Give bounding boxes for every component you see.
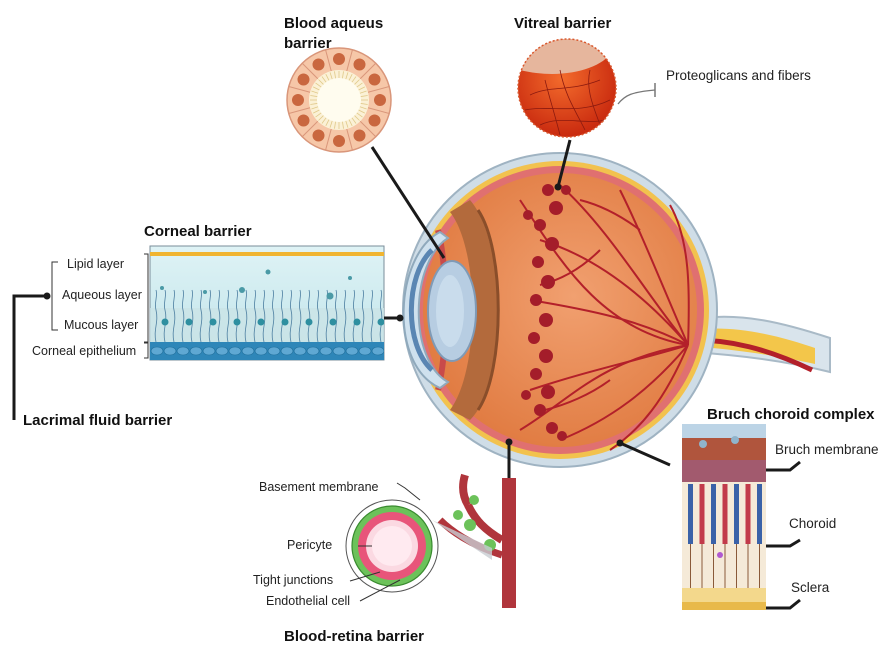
endothelial-cell-label: Endothelial cell <box>266 594 350 608</box>
proteoglicans-leader <box>618 90 655 104</box>
corneal-leader-dot <box>397 315 404 322</box>
vitreal-disc <box>518 37 616 137</box>
cell-nucleus <box>313 130 325 142</box>
cell-nucleus <box>369 115 381 127</box>
aqueus-leader-line <box>372 147 444 258</box>
corneal-box <box>150 246 385 360</box>
pericyte-label: Pericyte <box>287 538 332 552</box>
bruch-choroid-panel <box>682 424 766 610</box>
cell-nucleus <box>333 53 345 65</box>
mucous-layer-label: Mucous layer <box>64 318 138 332</box>
cell-nucleus <box>369 74 381 86</box>
retina-vessel-leader-dot <box>506 439 513 446</box>
choroid-label: Choroid <box>789 516 836 531</box>
bruch-leader-line <box>620 443 670 465</box>
lipid-layer-label: Lipid layer <box>67 257 124 271</box>
corneal-epithelium-label: Corneal epithelium <box>32 344 136 358</box>
cell-nucleus <box>374 94 386 106</box>
blood-retina-title: Blood-retina barrier <box>284 628 424 645</box>
lens-highlight <box>436 275 464 347</box>
vitreal-leader-dot <box>555 184 562 191</box>
cell-nucleus <box>297 115 309 127</box>
vitreal-title: Vitreal barrier <box>514 15 611 32</box>
cell-nucleus <box>354 58 366 70</box>
lacrimal-title: Lacrimal fluid barrier <box>23 412 172 429</box>
basement-membrane-label: Basement membrane <box>259 480 379 494</box>
lacrimal-leader-dot <box>44 293 51 300</box>
blood-aqueus-title-line2: barrier <box>284 35 332 52</box>
cell-nucleus <box>333 135 345 147</box>
bruch-membrane-label: Bruch membrane <box>775 442 879 457</box>
blood-aqueus-title-line1: Blood aqueus <box>284 15 383 32</box>
bruch-leader-dot <box>617 440 624 447</box>
bruch-title: Bruch choroid complex <box>707 406 875 423</box>
sclera-label: Sclera <box>791 580 829 595</box>
tight-junctions-label: Tight junctions <box>253 573 333 587</box>
cell-nucleus <box>313 58 325 70</box>
cell-nucleus <box>292 94 304 106</box>
corneal-title: Corneal barrier <box>144 223 252 240</box>
aqueous-layer-label: Aqueous layer <box>62 288 142 302</box>
lacrimal-bracket <box>14 296 47 420</box>
proteoglicans-label: Proteoglicans and fibers <box>666 68 811 83</box>
cell-nucleus <box>297 74 309 86</box>
cell-nucleus <box>354 130 366 142</box>
